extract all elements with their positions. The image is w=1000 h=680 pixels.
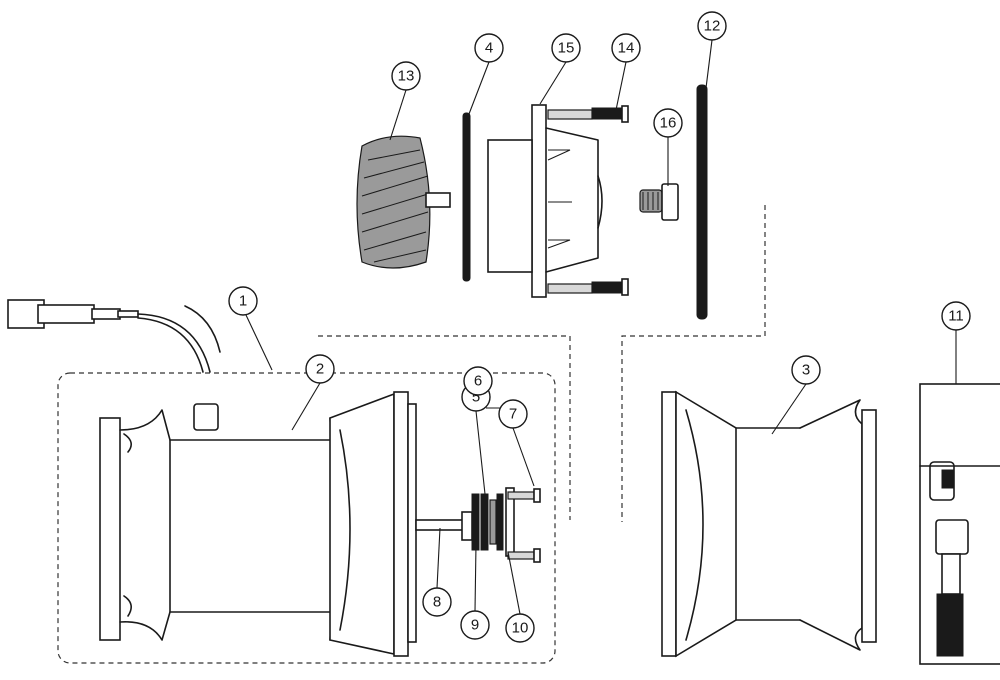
callout-16-label: 16: [660, 115, 677, 132]
callout-13: 13: [391, 61, 421, 91]
callout-8-label: 8: [433, 594, 441, 611]
callout-7-label: 7: [509, 406, 517, 423]
exploded-group-boundary-right: [621, 205, 766, 522]
part-cover-plate: [487, 104, 603, 298]
callout-2-label: 2: [316, 361, 324, 378]
part-pump-assembly: [919, 383, 1000, 665]
callout-15-label: 15: [558, 40, 575, 57]
callout-3-label: 3: [802, 362, 810, 379]
exploded-group-boundary-left: [318, 335, 571, 520]
part-drum-housing: [99, 391, 417, 657]
callout-11: 11: [941, 301, 971, 331]
callout-14: 14: [611, 33, 641, 63]
callout-10: 10: [505, 613, 535, 643]
callout-15: 15: [551, 33, 581, 63]
callout-3: 3: [791, 355, 821, 385]
callout-2: 2: [305, 354, 335, 384]
callout-5-label: 5: [472, 389, 480, 406]
callout-1: 1: [228, 286, 258, 316]
part-helical-gear: [356, 135, 451, 269]
callout-14-label: 14: [618, 40, 635, 57]
part-fitting-plug: [639, 183, 679, 221]
callout-16: 16: [653, 108, 683, 138]
callout-7: 7: [498, 399, 528, 429]
part-bearing-stack: [415, 487, 541, 563]
callout-9: 9: [460, 610, 490, 640]
callout-6-label: 6: [474, 373, 482, 390]
callout-11-label: 11: [948, 308, 964, 325]
part-drum-right: [661, 390, 877, 658]
part-end-gasket: [696, 84, 708, 320]
callout-12-label: 12: [704, 18, 721, 35]
part-gasket: [462, 112, 471, 282]
callout-6: 6: [463, 366, 493, 396]
callout-9-label: 9: [471, 617, 479, 634]
callout-4-label: 4: [485, 40, 493, 57]
callout-12: 12: [697, 11, 727, 41]
part-sensor-cable: [7, 299, 221, 431]
callout-4: 4: [474, 33, 504, 63]
callout-leaders: [245, 39, 957, 615]
callout-10-label: 10: [512, 620, 529, 637]
part-cover-screws: [547, 105, 629, 296]
callout-1-label: 1: [239, 293, 247, 310]
callout-13-label: 13: [398, 68, 415, 85]
callout-8: 8: [422, 587, 452, 617]
